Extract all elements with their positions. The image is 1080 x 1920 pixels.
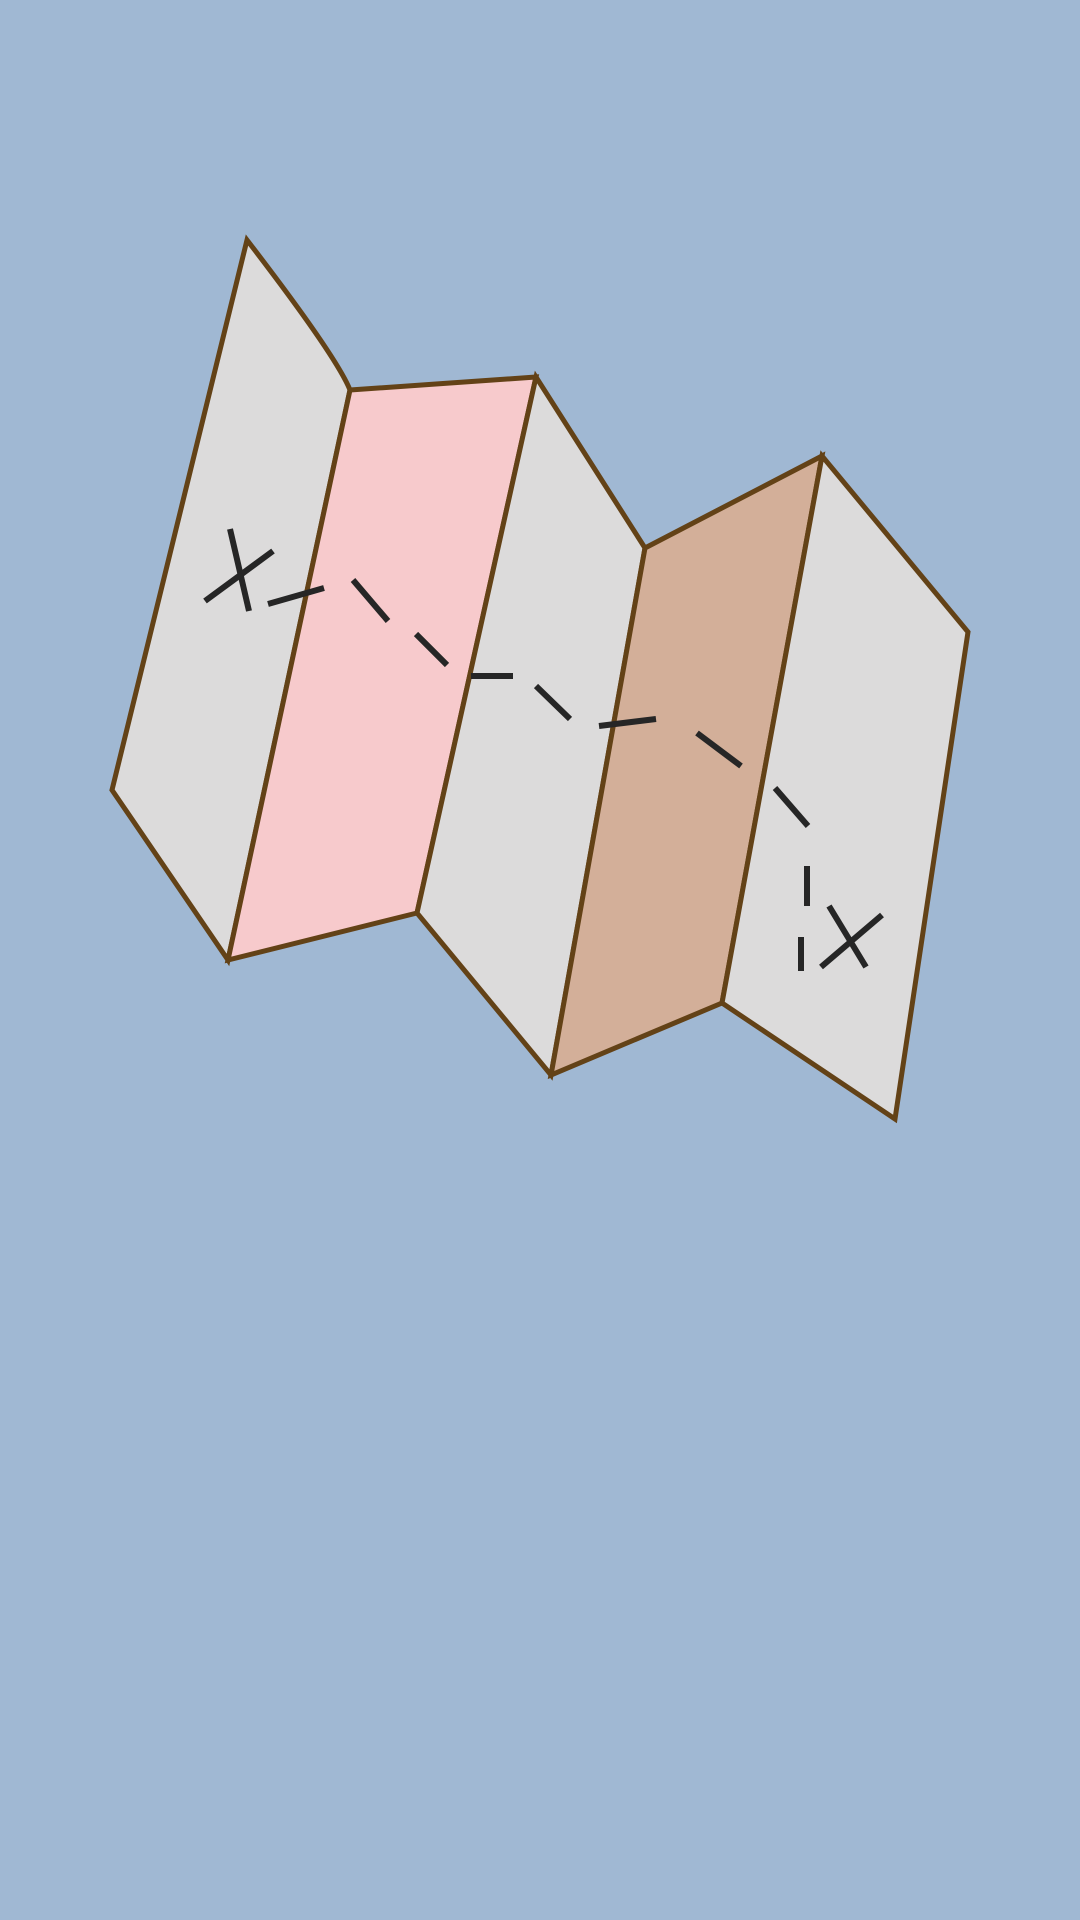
map-panels (109, 234, 971, 1124)
route-dash (598, 716, 657, 729)
route-dash (413, 631, 450, 668)
map-panel-5[interactable] (719, 450, 971, 1124)
route-dash (772, 786, 811, 828)
dashed-route-path (267, 578, 811, 971)
route-dash (695, 730, 743, 769)
route-dash (267, 585, 325, 607)
route-dash (350, 578, 391, 623)
x-mark-icon (819, 904, 884, 970)
route-dash (533, 683, 573, 722)
x-mark-icon (203, 528, 275, 612)
